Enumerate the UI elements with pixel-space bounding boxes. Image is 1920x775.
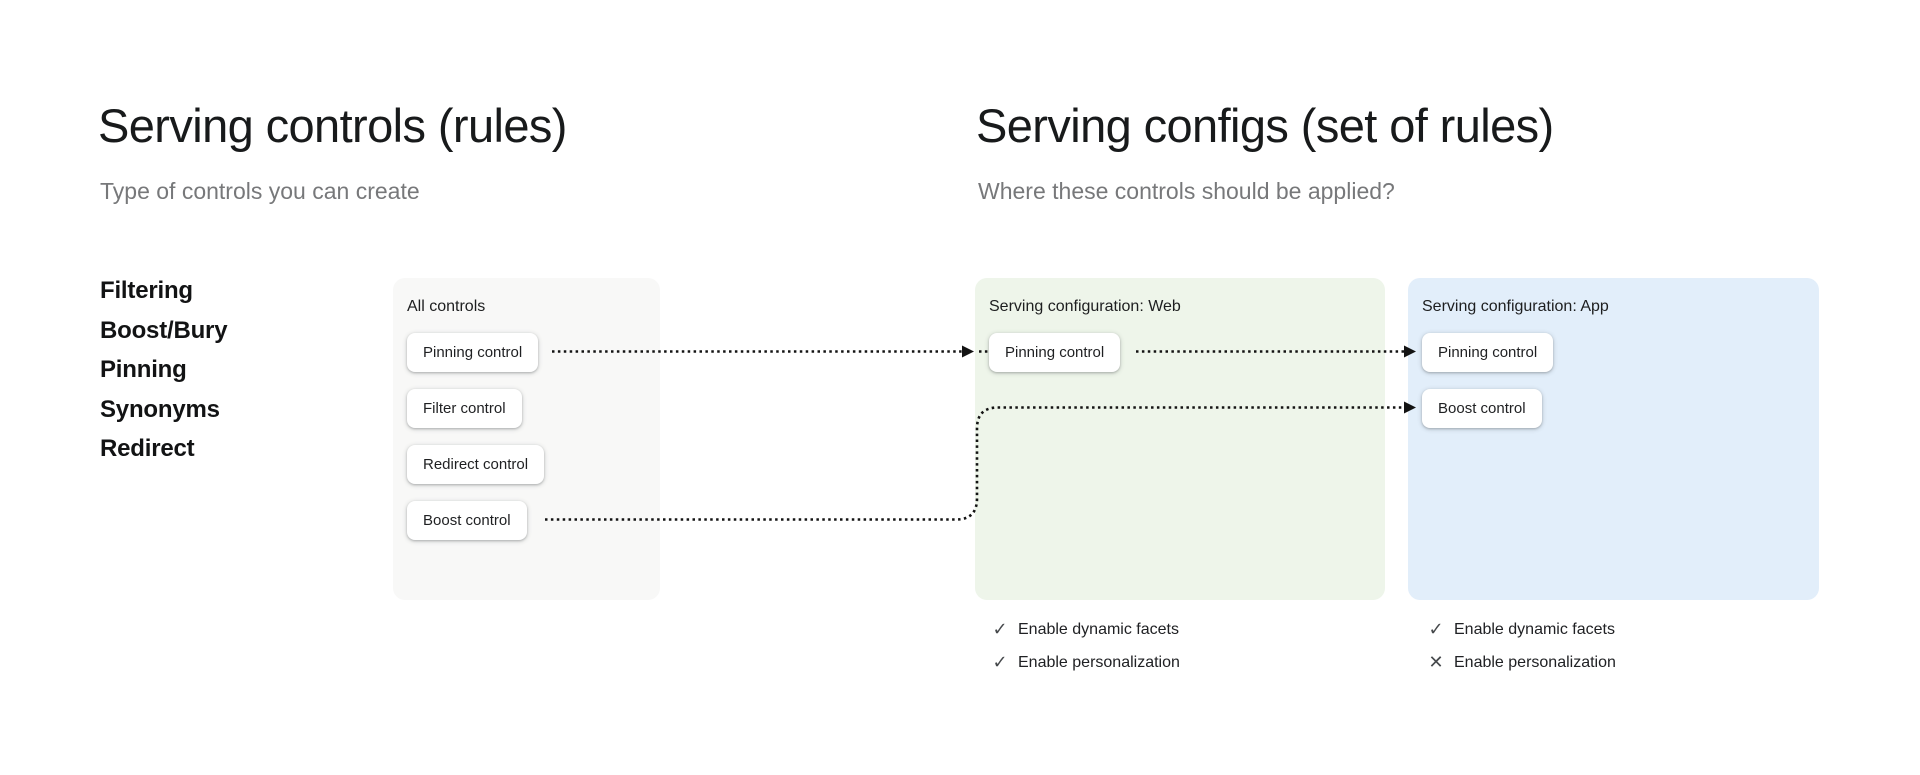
web-pinning-chip[interactable]: Pinning control xyxy=(989,333,1121,372)
web-config-features: ✓ Enable dynamic facets ✓ Enable persona… xyxy=(990,619,1180,674)
feature-label: Enable dynamic facets xyxy=(1018,621,1179,638)
control-type-pinning: Pinning xyxy=(100,356,187,383)
app-boost-chip[interactable]: Boost control xyxy=(1422,389,1542,428)
app-feature-dynamic-facets: ✓ Enable dynamic facets xyxy=(1426,619,1616,641)
all-controls-card-label: All controls xyxy=(407,298,486,315)
control-types-list: Filtering Boost/Bury Pinning Synonyms Re… xyxy=(100,271,228,469)
check-icon: ✓ xyxy=(992,652,1008,673)
all-controls-filter-chip[interactable]: Filter control xyxy=(407,389,522,428)
left-section-subtitle: Type of controls you can create xyxy=(100,178,420,204)
all-controls-pinning-chip[interactable]: Pinning control xyxy=(407,333,539,372)
app-config-features: ✓ Enable dynamic facets ✕ Enable persona… xyxy=(1426,619,1616,674)
check-icon: ✓ xyxy=(992,619,1008,640)
feature-label: Enable personalization xyxy=(1018,654,1180,671)
app-config-card: Serving configuration: App Pinning contr… xyxy=(1408,278,1819,600)
web-feature-personalization: ✓ Enable personalization xyxy=(990,652,1180,674)
feature-label: Enable dynamic facets xyxy=(1454,621,1615,638)
control-type-redirect: Redirect xyxy=(100,435,195,462)
web-config-card-label: Serving configuration: Web xyxy=(989,298,1181,315)
all-controls-card: All controls Pinning control Filter cont… xyxy=(393,278,660,600)
web-config-card: Serving configuration: Web Pinning contr… xyxy=(975,278,1385,600)
right-section-title: Serving configs (set of rules) xyxy=(976,99,1554,152)
app-config-card-label: Serving configuration: App xyxy=(1422,298,1609,315)
cross-icon: ✕ xyxy=(1428,652,1444,673)
left-section-title: Serving controls (rules) xyxy=(98,99,567,152)
all-controls-redirect-chip[interactable]: Redirect control xyxy=(407,445,545,484)
control-type-synonyms: Synonyms xyxy=(100,395,220,423)
check-icon: ✓ xyxy=(1428,619,1444,640)
right-section-subtitle: Where these controls should be applied? xyxy=(978,178,1395,204)
control-type-boost-bury: Boost/Bury xyxy=(100,316,228,344)
control-type-filtering: Filtering xyxy=(100,277,193,304)
feature-label: Enable personalization xyxy=(1454,654,1616,671)
all-controls-boost-chip[interactable]: Boost control xyxy=(407,501,527,540)
web-feature-dynamic-facets: ✓ Enable dynamic facets xyxy=(990,619,1180,641)
app-feature-personalization: ✕ Enable personalization xyxy=(1426,652,1616,674)
app-pinning-chip[interactable]: Pinning control xyxy=(1422,333,1554,372)
